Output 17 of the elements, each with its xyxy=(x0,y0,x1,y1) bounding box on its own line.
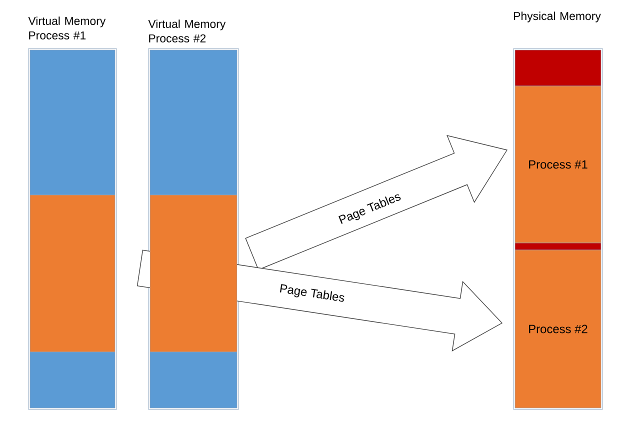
memory-segment xyxy=(150,194,238,352)
memory-segment xyxy=(150,352,238,408)
memory-segment xyxy=(514,242,602,250)
column-heading: Virtual Memory Process #2 xyxy=(148,20,226,42)
column-heading: Virtual Memory Process #1 xyxy=(28,16,106,40)
column-heading: Physical Memory xyxy=(514,12,601,22)
block-arrow xyxy=(245,135,508,270)
memory-segment xyxy=(514,50,602,86)
process-segment: Process #1 xyxy=(514,86,602,244)
edge-label: Page Tables xyxy=(338,194,401,224)
block-arrow xyxy=(136,250,503,352)
memory-segment xyxy=(30,352,116,408)
process-segment: Process #2 xyxy=(514,250,602,408)
memory-segment xyxy=(150,50,238,196)
edge-label: Page Tables xyxy=(280,284,344,302)
memory-segment xyxy=(30,50,116,196)
memory-segment xyxy=(30,194,116,352)
